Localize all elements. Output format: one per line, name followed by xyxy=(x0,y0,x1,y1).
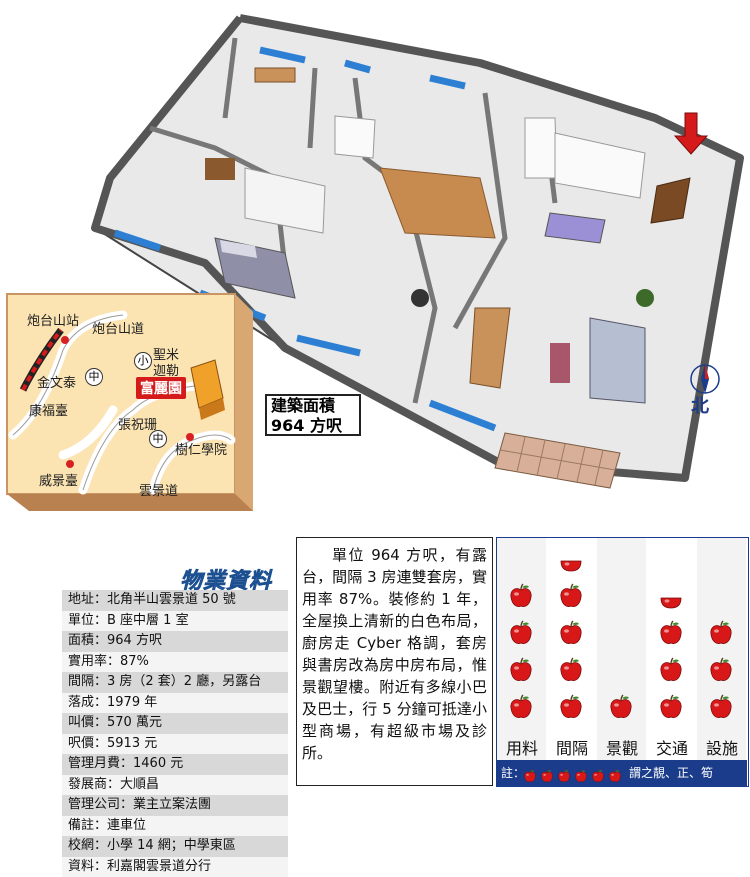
map-label-hongfuk: 康福臺 xyxy=(29,400,68,419)
rating-column xyxy=(697,538,746,760)
apple-rating-mark xyxy=(508,694,534,720)
compass-icon xyxy=(683,362,727,396)
rating-panel: 註： 謂之靚、正、筍 用料間隔景觀交通設施 xyxy=(496,537,749,787)
map-waiking-marker xyxy=(66,460,74,468)
apple-rating-mark xyxy=(508,583,534,609)
property-row: 間隔：3 房（2 套）2 廳，另露台 xyxy=(62,672,288,693)
property-row: 備註：連車位 xyxy=(62,816,288,837)
rating-category-label: 用料 xyxy=(497,735,547,759)
rating-category-label: 交通 xyxy=(647,735,697,759)
apple-rating-mark xyxy=(508,657,534,683)
property-description: 單位 964 方呎，有露台，間隔 3 房連雙套房，實用率 87%。裝修約 1 年… xyxy=(296,537,493,786)
map-label-kamwantai: 金文泰 xyxy=(37,372,76,391)
apple-rating-mark xyxy=(608,694,634,720)
legend-text: 謂之靚、正、筍 xyxy=(629,760,713,786)
property-row: 落成：1979 年 xyxy=(62,693,288,714)
property-row: 管理公司：業主立案法團 xyxy=(62,795,288,816)
rating-column xyxy=(497,538,546,760)
apple-rating-mark xyxy=(708,694,734,720)
property-row: 校網：小學 14 網；中學東區 xyxy=(62,836,288,857)
apple-rating-mark xyxy=(658,694,684,720)
map-station-marker xyxy=(61,336,69,344)
legend-apple-icon xyxy=(557,766,571,780)
apple-rating-mark xyxy=(658,620,684,646)
map-primary-school-badge: 小 xyxy=(134,352,152,370)
rating-category-label: 間隔 xyxy=(547,735,597,759)
area-callout: 建築面積 964 方呎 xyxy=(265,394,361,436)
apple-rating-mark xyxy=(708,620,734,646)
rating-column xyxy=(597,538,646,760)
apple-rating-mark xyxy=(708,657,734,683)
half-apple-rating-mark xyxy=(658,583,684,609)
rating-category-label: 設施 xyxy=(697,735,747,759)
legend-half-apple-icon xyxy=(540,766,554,780)
compass: 北 xyxy=(683,362,727,412)
apple-rating-mark xyxy=(558,657,584,683)
map-label-waiking: 威景臺 xyxy=(39,470,78,489)
property-row: 實用率：87% xyxy=(62,652,288,673)
half-apple-rating-mark xyxy=(558,546,584,572)
property-row: 資料：利嘉閣雲景道分行 xyxy=(62,857,288,877)
map-label-wanking: 雲景道 xyxy=(139,480,178,499)
map-secondary-school-badge-2: 中 xyxy=(149,430,167,448)
legend-half-apple-icon xyxy=(608,766,622,780)
apple-rating-mark xyxy=(558,694,584,720)
compass-label: 北 xyxy=(691,392,709,418)
map-label-station: 炮台山站 xyxy=(27,310,79,329)
apple-rating-mark xyxy=(508,620,534,646)
legend-apple-icon xyxy=(591,766,605,780)
rating-legend: 註： 謂之靚、正、筍 xyxy=(497,760,747,786)
property-row: 發展商：大順昌 xyxy=(62,775,288,796)
map-secondary-school-badge: 中 xyxy=(85,368,103,386)
location-map: 炮台山站 炮台山道 聖米 迦勒 小 金文泰 中 富麗園 康福臺 張祝珊 中 樹仁… xyxy=(3,290,256,515)
property-row: 叫價：570 萬元 xyxy=(62,713,288,734)
property-row: 單位：B 座中層 1 室 xyxy=(62,611,288,632)
apple-rating-mark xyxy=(558,583,584,609)
property-row: 面積：964 方呎 xyxy=(62,631,288,652)
legend-apple-icon xyxy=(523,766,537,780)
property-row: 管理月費：1460 元 xyxy=(62,754,288,775)
rating-column xyxy=(647,538,696,760)
area-value: 964 方呎 xyxy=(271,416,355,436)
property-row: 呎價：5913 元 xyxy=(62,734,288,755)
legend-note: 註： xyxy=(501,760,525,786)
legend-half-apple-icon xyxy=(574,766,588,780)
apple-rating-mark xyxy=(658,657,684,683)
map-label-shuyan: 樹仁學院 xyxy=(175,439,227,458)
rating-category-label: 景觀 xyxy=(597,735,647,759)
apple-rating-mark xyxy=(558,620,584,646)
map-highlight-property: 富麗園 xyxy=(136,377,186,399)
map-label-road1: 炮台山道 xyxy=(92,318,144,337)
area-label: 建築面積 xyxy=(271,396,355,416)
property-info-table: 地址：北角半山雲景道 50 號單位：B 座中層 1 室面積：964 方呎實用率：… xyxy=(62,590,288,877)
map-label-cheungchu: 張祝珊 xyxy=(118,414,157,433)
property-row: 地址：北角半山雲景道 50 號 xyxy=(62,590,288,611)
